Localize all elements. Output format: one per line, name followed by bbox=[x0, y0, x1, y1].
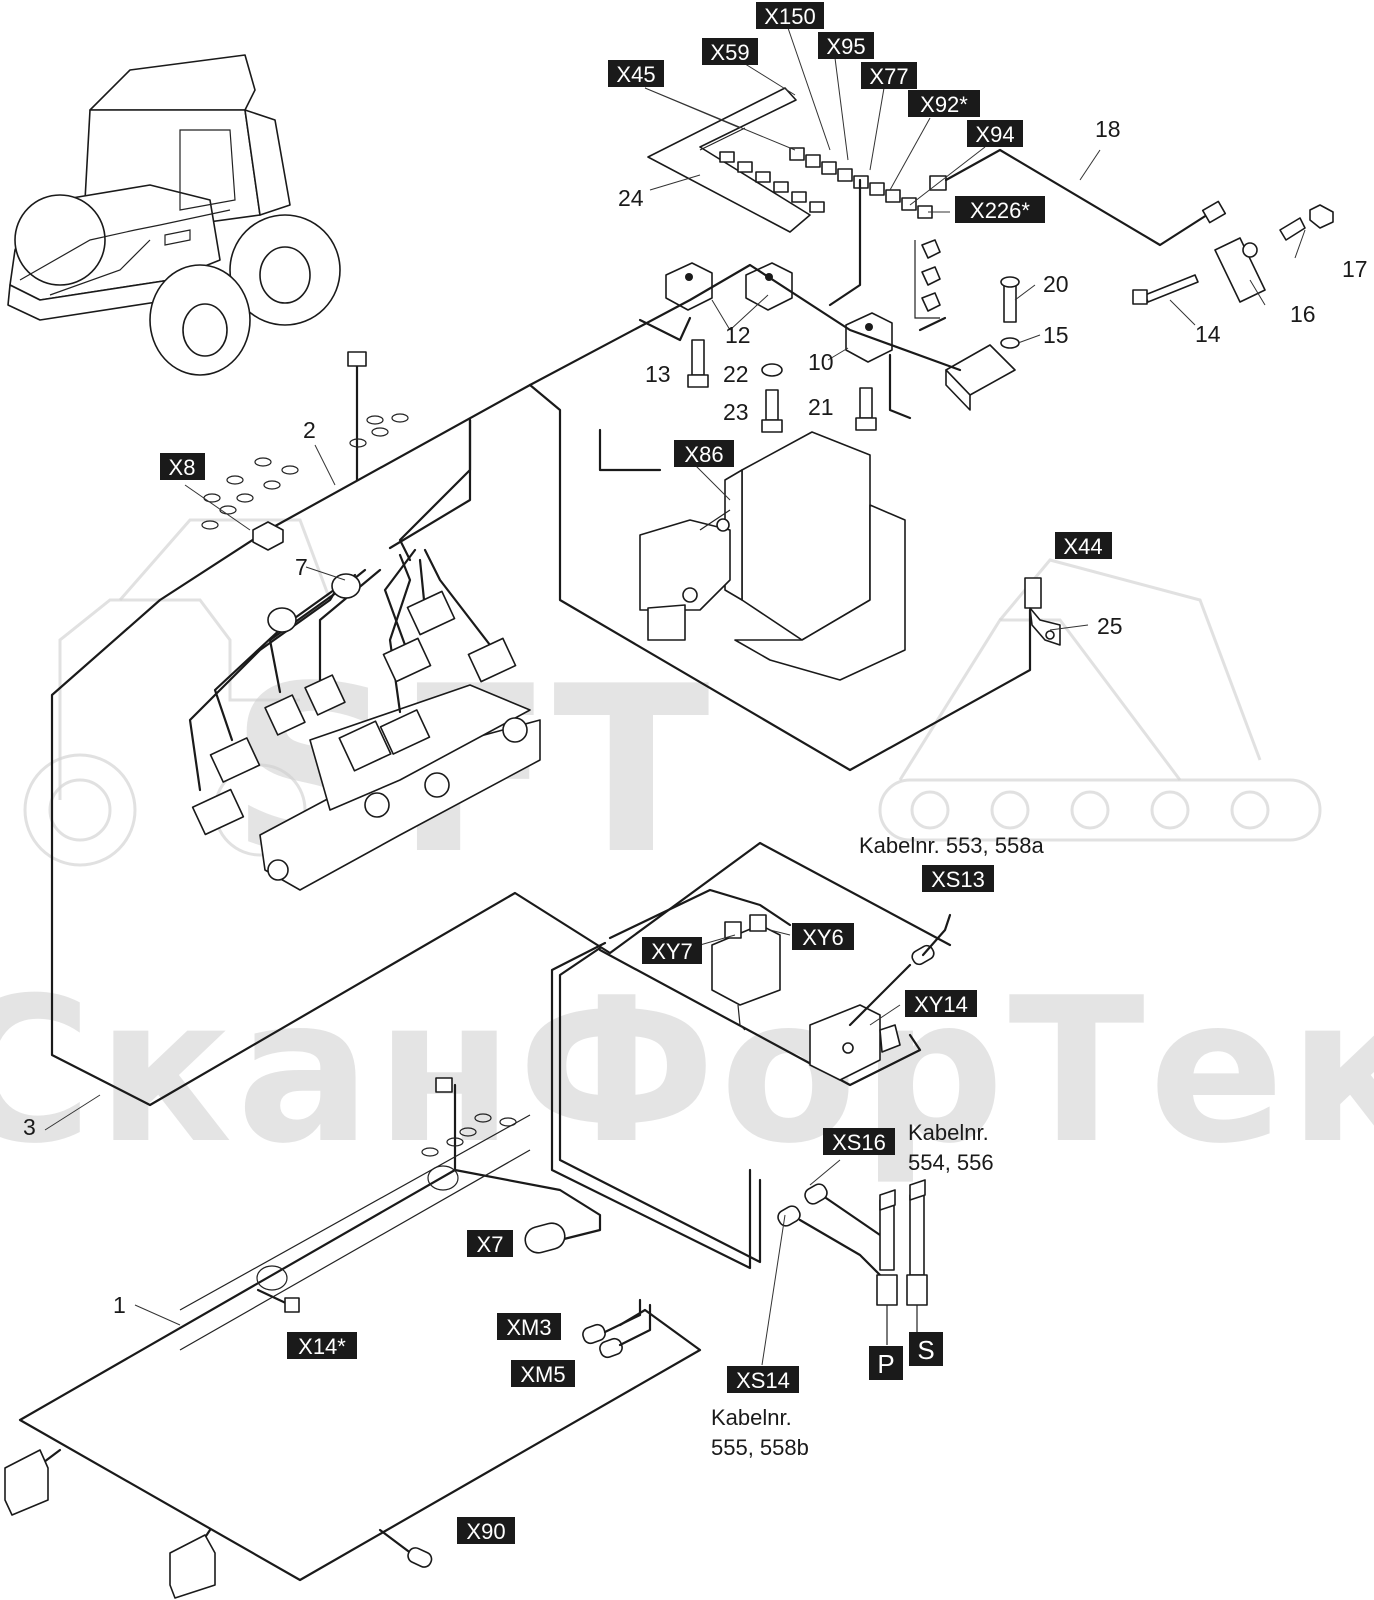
svg-text:X150: X150 bbox=[764, 4, 815, 29]
svg-text:X94: X94 bbox=[975, 122, 1014, 147]
svg-text:X44: X44 bbox=[1063, 534, 1102, 559]
watermark: SFT СканФорТек bbox=[0, 518, 1374, 1188]
svg-text:XS13: XS13 bbox=[931, 867, 985, 892]
part-number-labels: 1 2 3 7 10 12 13 14 15 16 17 18 20 21 22… bbox=[23, 116, 1368, 1318]
tag-x226: X226* bbox=[955, 196, 1045, 223]
grommets-lower bbox=[421, 1113, 517, 1157]
svg-text:S: S bbox=[917, 1335, 934, 1365]
tag-x94: X94 bbox=[967, 120, 1023, 147]
tag-xm3: XM3 bbox=[497, 1313, 561, 1340]
tag-x45: X45 bbox=[608, 60, 664, 87]
tag-x8: X8 bbox=[160, 453, 205, 480]
svg-text:X45: X45 bbox=[616, 62, 655, 87]
svg-text:XM3: XM3 bbox=[506, 1315, 551, 1340]
svg-text:X226*: X226* bbox=[970, 198, 1030, 223]
tag-x59: X59 bbox=[702, 38, 758, 65]
main-harness bbox=[50, 351, 1032, 1107]
cable-note-xs16-line1: Kabelnr. bbox=[908, 1120, 989, 1145]
tag-x14: X14* bbox=[287, 1332, 357, 1359]
part-number-23: 23 bbox=[723, 399, 749, 425]
svg-text:XY6: XY6 bbox=[802, 925, 844, 950]
part-number-2: 2 bbox=[303, 417, 316, 443]
part-number-14: 14 bbox=[1195, 321, 1221, 347]
brake-valve-group bbox=[550, 888, 952, 1345]
svg-text:X7: X7 bbox=[477, 1232, 504, 1257]
part-number-13: 13 bbox=[645, 361, 671, 387]
sensor-x44 bbox=[1024, 577, 1061, 646]
cable-note-xs14-line2: 555, 558b bbox=[711, 1435, 809, 1460]
tag-x95: X95 bbox=[818, 32, 874, 59]
svg-text:X86: X86 bbox=[684, 442, 723, 467]
cable-note-xs13: Kabelnr. 553, 558a bbox=[859, 833, 1044, 858]
cable-note-xs14-line1: Kabelnr. bbox=[711, 1405, 792, 1430]
part-number-24: 24 bbox=[618, 185, 644, 211]
svg-text:X8: X8 bbox=[169, 455, 196, 480]
svg-text:XY14: XY14 bbox=[914, 992, 968, 1017]
svg-text:XY7: XY7 bbox=[651, 939, 693, 964]
svg-text:X92*: X92* bbox=[920, 92, 968, 117]
part-number-25: 25 bbox=[1097, 613, 1123, 639]
svg-text:XS14: XS14 bbox=[736, 1368, 790, 1393]
part-number-12: 12 bbox=[725, 322, 751, 348]
port-labels: P S bbox=[869, 1332, 943, 1380]
tag-x90: X90 bbox=[457, 1517, 515, 1544]
svg-text:X90: X90 bbox=[466, 1519, 505, 1544]
port-label-p: P bbox=[869, 1346, 903, 1380]
svg-text:X77: X77 bbox=[869, 64, 908, 89]
svg-text:P: P bbox=[877, 1349, 894, 1379]
machine-overview bbox=[7, 54, 341, 376]
watermark-company: СканФорТек bbox=[0, 955, 1374, 1188]
part-number-10: 10 bbox=[808, 349, 834, 375]
lower-harness bbox=[4, 1077, 702, 1599]
tag-xy6: XY6 bbox=[792, 923, 854, 950]
hydraulic-pump bbox=[639, 431, 906, 681]
relay-sockets bbox=[719, 151, 825, 213]
part-number-16: 16 bbox=[1290, 301, 1316, 327]
svg-text:XS16: XS16 bbox=[832, 1130, 886, 1155]
valve-block-assembly bbox=[188, 548, 541, 891]
tag-x44: X44 bbox=[1055, 532, 1112, 559]
tag-x77: X77 bbox=[861, 62, 917, 89]
svg-text:XM5: XM5 bbox=[520, 1362, 565, 1387]
tag-xs14: XS14 bbox=[727, 1366, 799, 1393]
part-number-15: 15 bbox=[1043, 322, 1069, 348]
part-number-1: 1 bbox=[113, 1292, 126, 1318]
svg-text:X95: X95 bbox=[826, 34, 865, 59]
tag-xy7: XY7 bbox=[642, 937, 702, 964]
watermark-excavator-right bbox=[878, 558, 1322, 842]
tag-xs13: XS13 bbox=[922, 865, 994, 892]
fuse-relay-board bbox=[528, 87, 1334, 433]
part-number-21: 21 bbox=[808, 394, 834, 420]
part-number-18: 18 bbox=[1095, 116, 1121, 142]
tag-x7: X7 bbox=[467, 1230, 513, 1257]
svg-text:X14*: X14* bbox=[298, 1334, 346, 1359]
grommets-x8 bbox=[201, 413, 409, 530]
tag-xs16: XS16 bbox=[823, 1128, 895, 1155]
part-number-20: 20 bbox=[1043, 271, 1069, 297]
port-label-s: S bbox=[909, 1332, 943, 1366]
part-number-17: 17 bbox=[1342, 256, 1368, 282]
connector-tag-labels: X150 X95 X59 X45 X77 X92* X94 X226* X8 X… bbox=[160, 2, 1112, 1544]
part-number-22: 22 bbox=[723, 361, 749, 387]
cable-note-xs16-line2: 554, 556 bbox=[908, 1150, 994, 1175]
part-number-3: 3 bbox=[23, 1114, 36, 1140]
tag-x92: X92* bbox=[908, 90, 980, 117]
tag-x86: X86 bbox=[674, 440, 734, 467]
tag-xy14: XY14 bbox=[905, 990, 977, 1017]
part-number-7: 7 bbox=[295, 554, 308, 580]
cable-notes: Kabelnr. 553, 558a Kabelnr. 554, 556 Kab… bbox=[711, 833, 1044, 1460]
tag-xm5: XM5 bbox=[511, 1360, 575, 1387]
svg-text:X59: X59 bbox=[710, 40, 749, 65]
tag-x150: X150 bbox=[756, 2, 824, 29]
leader-lines bbox=[44, 27, 1306, 1366]
